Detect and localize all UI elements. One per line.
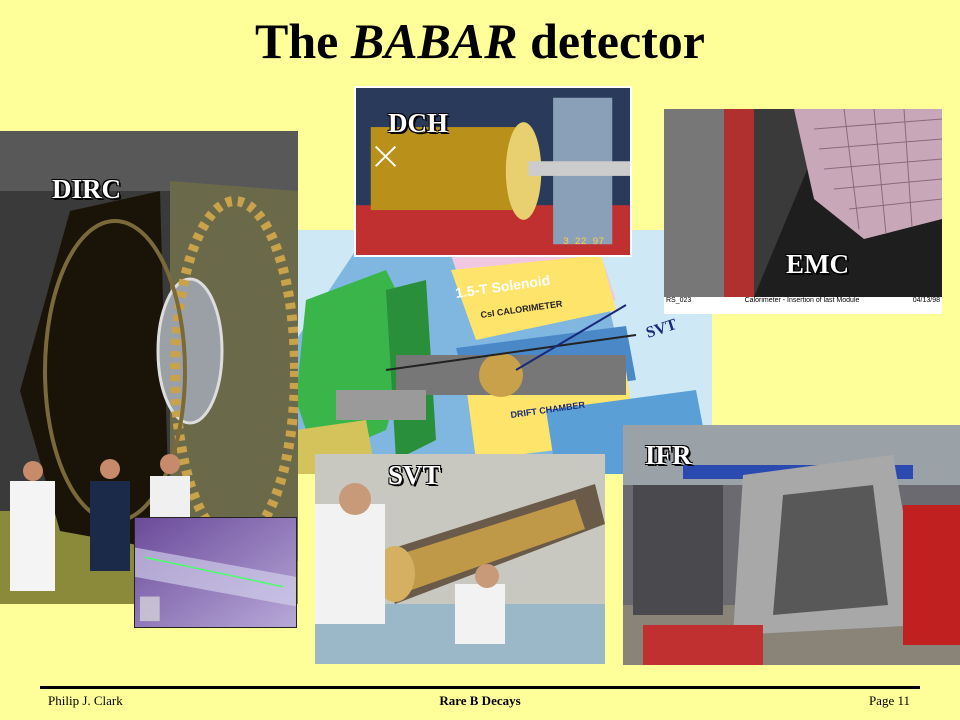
ifr-label: IFR: [645, 440, 692, 470]
dirc-label: DIRC: [52, 174, 122, 204]
emc-caption-date: 04/13/98: [912, 297, 940, 304]
footer-divider: [40, 686, 920, 689]
ifr-photo: [623, 425, 960, 665]
dch-photo: 3 22 97: [354, 86, 632, 257]
detector-diagram: 1.5-T Solenoid CsI CALORIMETER SVT DRIFT…: [296, 230, 712, 474]
emc-caption-id: RS_023: [666, 297, 692, 304]
emc-caption-text: Calorimeter - Insertion of last Module: [744, 297, 860, 304]
emc-photo: RS_023 Calorimeter - Insertion of last M…: [664, 109, 942, 314]
title-prefix: The: [255, 13, 351, 69]
footer-author: Philip J. Clark: [48, 693, 123, 708]
footer-page-number: Page 11: [868, 693, 910, 708]
footer-talk-title: Rare B Decays: [439, 693, 521, 708]
quartz-bar-photo: [134, 517, 297, 628]
emc-label: EMC: [786, 249, 849, 279]
dch-date-stamp: 3 22 97: [563, 236, 604, 247]
dch-label: DCH: [388, 108, 448, 138]
title-suffix: detector: [517, 13, 705, 69]
emc-caption: RS_023 Calorimeter - Insertion of last M…: [666, 297, 940, 304]
slide-title: The BABAR detector: [0, 14, 960, 69]
title-italic: BABAR: [350, 13, 518, 69]
svt-photo: [315, 454, 605, 664]
svt-label: SVT: [388, 460, 441, 490]
